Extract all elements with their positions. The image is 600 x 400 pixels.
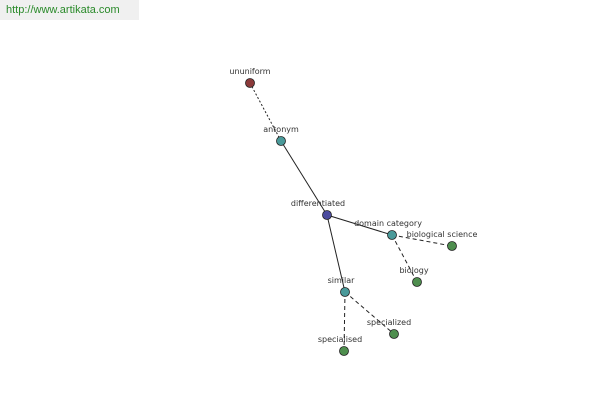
node-similar[interactable]: similar xyxy=(328,276,356,297)
node-specialised-dot[interactable] xyxy=(339,346,349,356)
edges-layer xyxy=(249,82,453,352)
node-biology-dot[interactable] xyxy=(412,277,422,287)
edge-differentiated-to-domain-category xyxy=(326,214,393,236)
node-domain-category[interactable]: domain category xyxy=(354,219,422,240)
node-differentiated-label: differentiated xyxy=(291,199,345,208)
node-similar-label: similar xyxy=(328,276,356,285)
node-domain-category-dot[interactable] xyxy=(387,230,397,240)
node-differentiated[interactable]: differentiated xyxy=(291,199,345,220)
site-url-bar: http://www.artikata.com xyxy=(0,0,139,20)
node-biology[interactable]: biology xyxy=(399,266,429,287)
edge-differentiated-to-similar xyxy=(326,214,346,293)
edge-similar-to-specialized xyxy=(344,291,395,335)
node-specialised-label: specialised xyxy=(318,335,362,344)
node-antonym-dot[interactable] xyxy=(276,136,286,146)
node-specialised[interactable]: specialised xyxy=(318,335,362,356)
edge-domain-category-to-biological-science xyxy=(391,234,453,247)
node-antonym-label: antonym xyxy=(263,125,299,134)
site-url-link[interactable]: http://www.artikata.com xyxy=(6,4,120,16)
nodes-layer: ununiform antonym differentiated domain cat… xyxy=(229,67,477,356)
node-ununiform[interactable]: ununiform xyxy=(229,67,271,88)
node-biological-science-label: biological science xyxy=(407,230,478,239)
node-specialized-dot[interactable] xyxy=(389,329,399,339)
node-similar-dot[interactable] xyxy=(340,287,350,297)
node-biology-label: biology xyxy=(399,266,428,275)
node-biological-science[interactable]: biological science xyxy=(407,230,478,251)
node-differentiated-dot[interactable] xyxy=(322,210,332,220)
edge-antonym-to-differentiated xyxy=(280,140,328,216)
edge-domain-category-to-biology xyxy=(391,234,418,283)
node-domain-category-label: domain category xyxy=(354,219,422,228)
edge-ununiform-to-antonym xyxy=(249,82,282,142)
node-ununiform-dot[interactable] xyxy=(245,78,255,88)
node-biological-science-dot[interactable] xyxy=(447,241,457,251)
node-ununiform-label: ununiform xyxy=(229,67,270,76)
node-specialized[interactable]: specialized xyxy=(367,318,411,339)
node-antonym[interactable]: antonym xyxy=(263,125,299,146)
node-specialized-label: specialized xyxy=(367,318,411,327)
edge-similar-to-specialised xyxy=(343,291,346,352)
